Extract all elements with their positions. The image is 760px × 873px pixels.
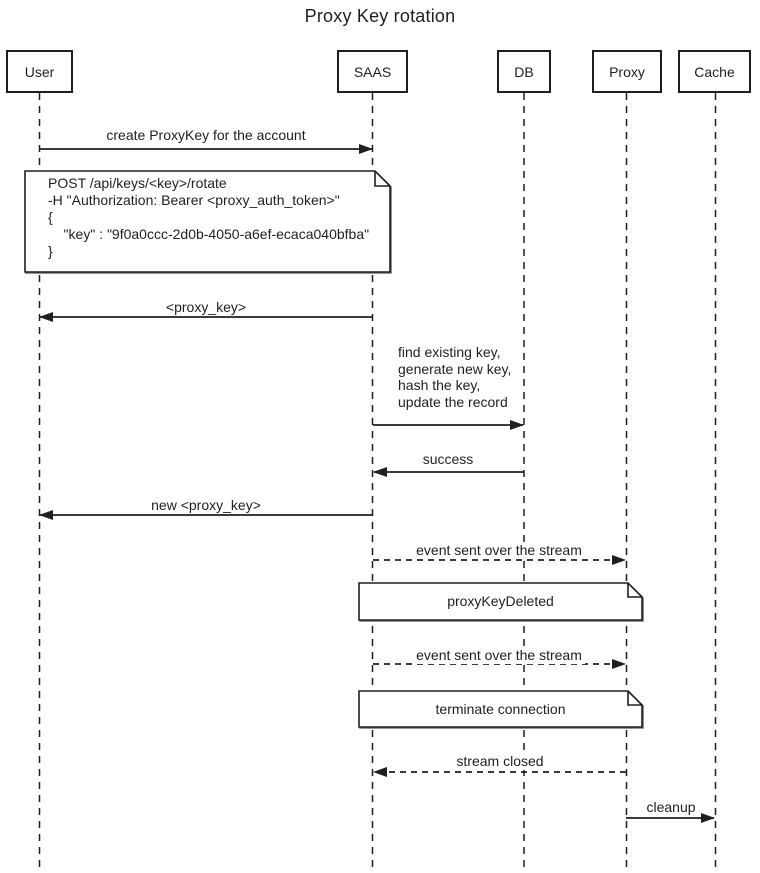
note-shape-terminate [358,690,643,728]
message-label-new-proxy-key: new <proxy_key> [148,497,264,514]
actor-box-db: DB [497,50,551,93]
actor-label-db: DB [514,63,534,80]
actor-label-saas: SAAS [353,63,392,80]
actor-box-proxy: Proxy [592,50,662,93]
note-proxykeydeleted: proxyKeyDeleted [447,593,554,609]
note-fold-request [374,171,390,187]
note-request-line-3: { [48,209,53,225]
note-shape-proxykeydeleted [358,582,643,621]
note-request-line-5: } [48,243,53,259]
message-label-proxy-key: <proxy_key> [162,299,250,316]
actor-box-cache: Cache [678,50,751,93]
note-request-line-1: POST /api/keys/<key>/rotate [48,175,227,191]
note-shape-request [24,170,391,273]
actor-box-user: User [6,50,73,93]
diagram-title: Proxy Key rotation [304,6,456,26]
note-request-line-4: "key" : "9f0a0ccc-2d0b-4050-a6ef-ecaca04… [48,226,370,242]
actor-label-proxy: Proxy [609,63,645,80]
message-label-cleanup: cleanup [643,799,699,816]
message-label-event-stream-1: event sent over the stream [413,542,585,559]
message-label-event-stream-2: event sent over the stream [413,647,585,664]
message-label-create-proxykey: create ProxyKey for the account [103,127,309,144]
note-terminate-connection: terminate connection [435,700,566,717]
note-request-line-2: -H "Authorization: Bearer <proxy_auth_to… [48,192,340,208]
message-label-update-record: find existing key, generate new key, has… [398,344,512,410]
message-label-stream-closed: stream closed [453,753,547,770]
actor-label-cache: Cache [694,63,735,80]
message-label-success: success [419,451,477,468]
actor-box-saas: SAAS [337,50,408,93]
note-fold-terminate [627,691,642,706]
actor-label-user: User [24,63,55,80]
note-request-body: POST /api/keys/<key>/rotate -H "Authoriz… [48,175,378,260]
note-fold-proxykeydeleted [627,583,642,598]
